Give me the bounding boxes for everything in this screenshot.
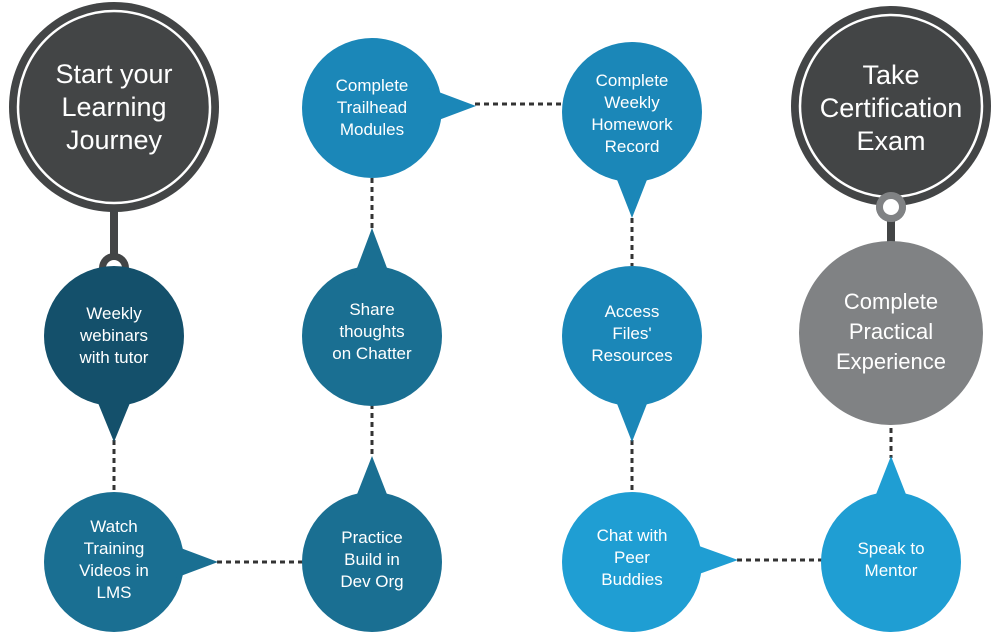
node-webinars [44,266,184,442]
node-mentor [821,456,961,632]
node-start [9,2,219,212]
connectors [112,102,893,564]
node-trailhead [302,38,476,178]
node-peer [562,492,738,632]
node-chatter [302,228,442,406]
node-files [562,266,702,442]
node-practical [799,241,983,425]
stem-start [110,208,118,262]
node-homework [562,42,702,218]
node-practice [302,456,442,632]
node-exam [791,6,991,206]
stem-exam [887,208,895,246]
node-watch [44,492,218,632]
ring-exam-top [876,192,906,222]
